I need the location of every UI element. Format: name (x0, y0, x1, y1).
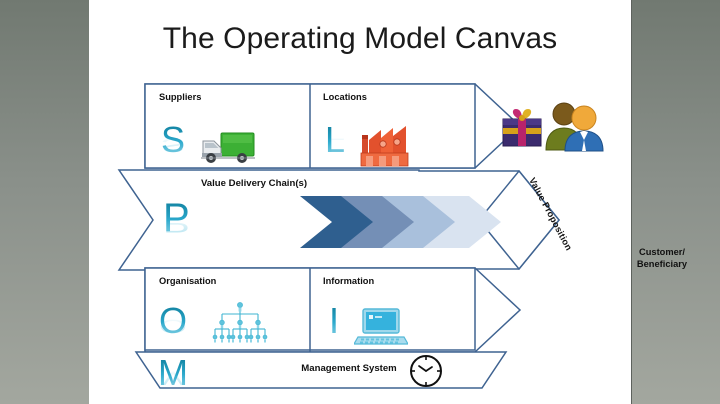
cell-label-locations: Locations (323, 92, 367, 102)
slide-canvas: The Operating Model Canvas (89, 0, 687, 404)
management-system-label: Management System (301, 363, 397, 374)
letterbox-bar-left (0, 0, 89, 404)
clock-icon (410, 355, 442, 387)
big-letter-i: I (329, 303, 339, 339)
letterbox-bar-right (631, 0, 720, 404)
value-proposition-shape (478, 169, 560, 271)
big-letter-l: L (325, 122, 345, 158)
big-letter-m: M (158, 355, 188, 391)
big-letter-s: S (161, 122, 185, 158)
org-chart-icon (212, 302, 268, 343)
customer-beneficiary-label: Customer/ Beneficiary (616, 246, 708, 270)
value-delivery-chain-label: Value Delivery Chain(s) (200, 178, 308, 189)
customer-label-line1: Customer/ (639, 247, 685, 257)
cell-label-suppliers: Suppliers (159, 92, 202, 102)
gift-icon (502, 109, 542, 147)
cell-label-organisation: Organisation (159, 276, 217, 286)
big-letter-p: P (163, 198, 190, 238)
customer-label-line2: Beneficiary (636, 259, 688, 270)
factory-icon (360, 126, 409, 167)
value-chain-chevrons (300, 196, 505, 248)
cell-label-information: Information (323, 276, 375, 286)
big-letter-o: O (159, 303, 187, 339)
truck-icon (201, 132, 255, 163)
people-icon (545, 102, 604, 152)
page-title: The Operating Model Canvas (162, 22, 558, 55)
laptop-icon (354, 308, 408, 345)
